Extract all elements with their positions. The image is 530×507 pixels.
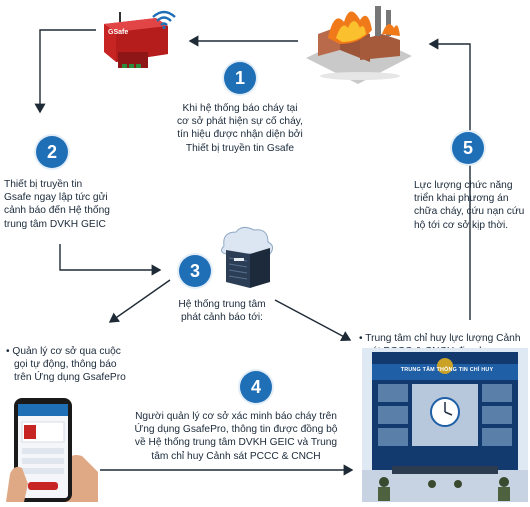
step-4-line: Ứng dụng GsafePro, thông tin được đồng b… [134,424,338,436]
step-5-line: triển khai phương án [414,193,509,205]
step-1-line: cơ sở phát hiện sự cố cháy, [177,116,303,128]
step-1-text: Khi hệ thống báo cháy tại cơ sở phát hiệ… [168,102,312,155]
factory-fire-illustration [300,0,415,84]
manager-bullet-line: Quản lý cơ sở qua cuộc [6,345,136,358]
step-5-line: Lực lượng chức năng [414,180,513,191]
central-server-illustration [214,224,276,290]
command-center-illustration [362,348,528,502]
step-4-line: về Hệ thống trung tâm DVKH GEIC và Trung [134,437,338,449]
step-3-line: phát cảnh báo tới: [180,312,263,324]
device-brand-label: GSafe [108,29,129,36]
step-3-text: Hệ thống trung tâm phát cảnh báo tới: [162,298,282,324]
step-4-badge: 4 [240,371,272,403]
step-4-text: Người quản lý cơ sở xác minh báo cháy tr… [120,410,352,463]
step-1-line: Thiết bị truyền tin Gsafe [185,142,295,154]
gsafe-device: GSafe [98,6,180,78]
step-3-badge: 3 [179,255,211,287]
step-5-line: chữa cháy, cứu nạn cứu [414,206,525,218]
manager-bullet-line: trên Ứng dụng GsafePro [14,372,126,384]
manager-bullet: Quản lý cơ sở qua cuộc gọi tự động, thôn… [6,345,136,385]
arrow-command-to-factory [428,38,471,320]
arrow-down-to-server [59,244,162,276]
police-bullet-line: Trung tâm chỉ huy lực lượng Cảnh [359,332,527,345]
step-2-line: Thiết bị truyền tin [4,179,83,190]
step-5-text: Lực lượng chức năng triển khai phương án… [414,179,524,232]
step-1-line: Khi hệ thống báo cháy tại [182,103,298,114]
step-2-line: trung tâm DVKH GEIC [4,218,106,230]
arrow-server-to-phone [108,279,171,323]
arrow-device-to-server [34,29,96,114]
step-1-badge: 1 [224,62,256,94]
step-3-line: Hệ thống trung tâm [178,299,266,310]
smartphone-illustration [4,394,100,502]
step-4-line: Người quản lý cơ sở xác minh báo cháy tr… [135,411,337,422]
step-2-text: Thiết bị truyền tin Gsafe ngay lập tức g… [4,178,112,231]
step-2-line: cảnh báo đến Hệ thống [4,205,110,217]
arrow-server-to-command [274,299,352,341]
step-2-badge: 2 [36,136,68,168]
step-1-line: tín hiệu được nhận diện bởi [177,129,303,141]
manager-bullet-line: gọi tự động, thông báo [14,359,117,371]
gsafe-device-icon [104,12,168,68]
command-center-title: TRUNG TÂM THÔNG TIN CHỈ HUY [400,367,494,373]
cloud-icon [220,226,274,288]
step-2-line: Gsafe ngay lập tức gửi [4,192,108,204]
step-5-line: hộ tới cơ sở kịp thời. [414,219,509,231]
step-5-badge: 5 [452,132,484,164]
wifi-icon [150,8,178,35]
step-4-line: tâm chỉ huy Cảnh sát PCCC & CNCH [151,450,321,462]
